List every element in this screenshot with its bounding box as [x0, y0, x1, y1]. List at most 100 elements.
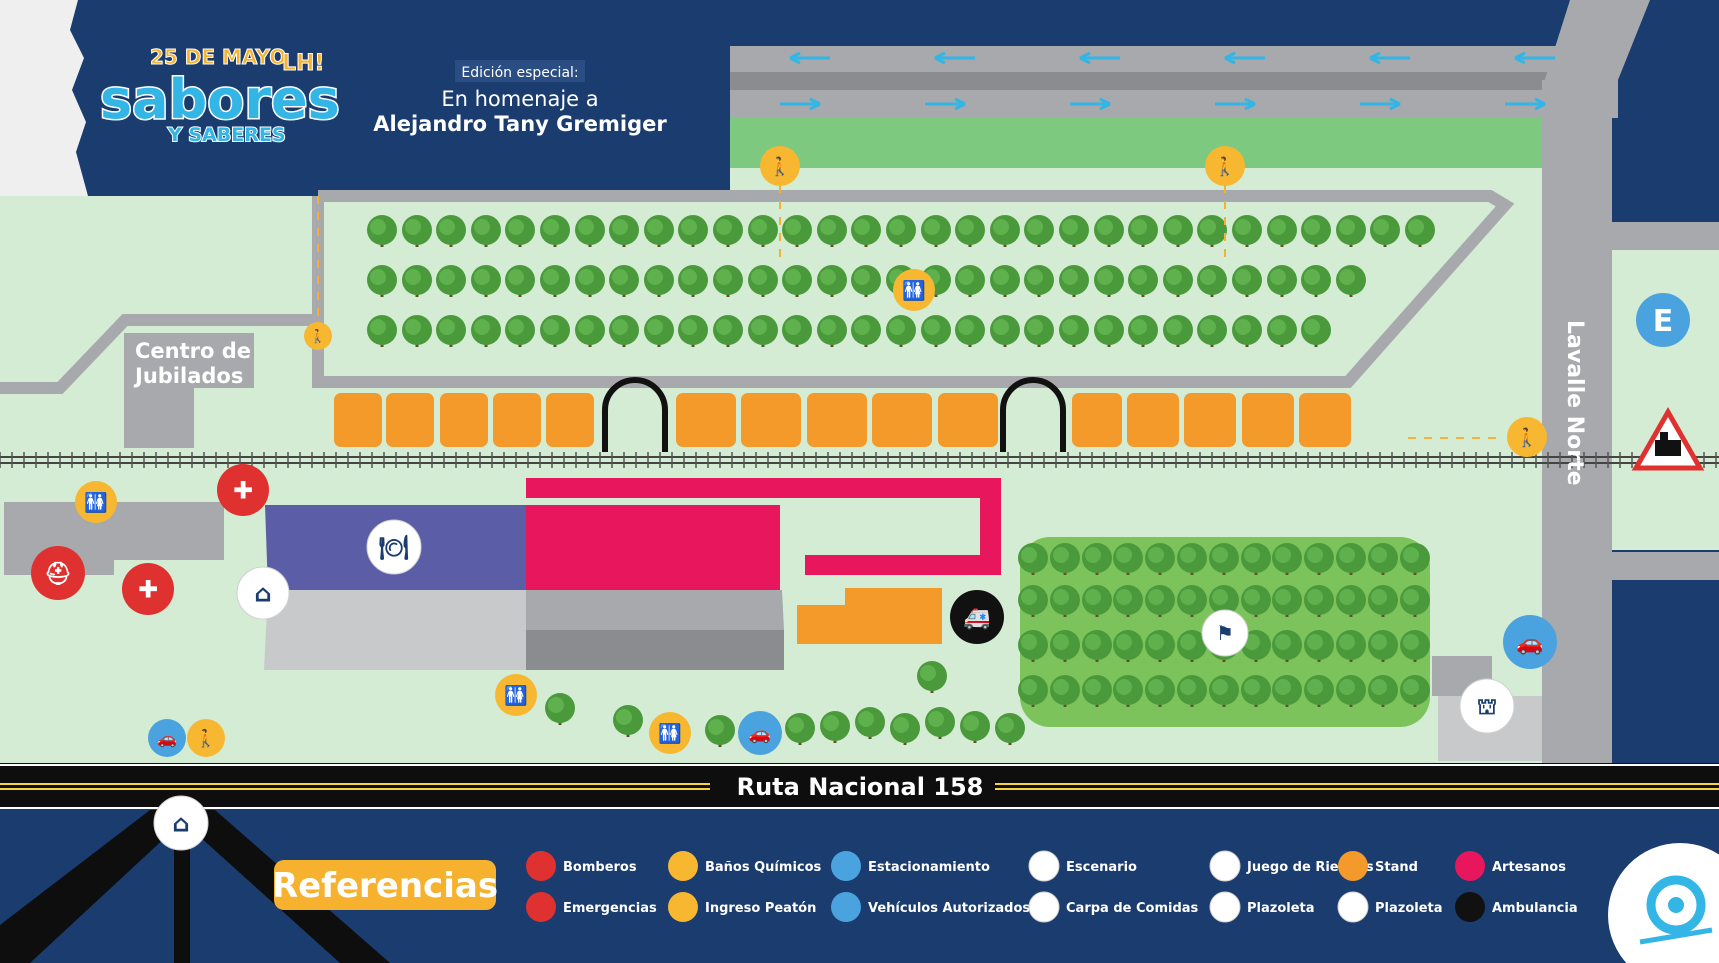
brand-logo: 25 DE MAYO LH! sabores Y SABERES	[99, 45, 342, 148]
firefighter-icon: ⛑	[31, 546, 85, 600]
park-tree	[1241, 630, 1271, 662]
brand-line3: Y SABERES	[167, 124, 286, 146]
tree	[713, 215, 743, 247]
torn-paper-edge	[0, 0, 88, 196]
tree	[960, 711, 990, 743]
svg-text:🚑: 🚑	[963, 606, 990, 631]
tree	[471, 265, 501, 297]
stands-row	[334, 393, 1351, 447]
legend-label: Stand	[1375, 860, 1418, 875]
header-panel	[0, 0, 730, 196]
park-tree	[1272, 543, 1302, 575]
main-road	[0, 763, 1719, 809]
legend-label: Estacionamiento	[868, 860, 990, 875]
tree	[644, 215, 674, 247]
legend-item: Baños Químicos	[668, 851, 822, 881]
food-tent-icon: 🍽	[366, 519, 422, 575]
tree	[678, 215, 708, 247]
legend-title-bg	[274, 860, 496, 910]
pedestrian-icon	[668, 892, 698, 922]
tree	[1370, 215, 1400, 247]
tree	[955, 265, 985, 297]
left-path	[0, 314, 312, 394]
park-tree	[1177, 630, 1207, 662]
tree	[990, 215, 1020, 247]
svg-text:🚶: 🚶	[1516, 426, 1538, 448]
plaza-icon: ⌂	[153, 795, 209, 851]
legend-item: Plazoleta	[1337, 891, 1443, 923]
tree	[782, 265, 812, 297]
svg-text:🚗: 🚗	[157, 729, 177, 748]
svg-text:⚑: ⚑	[1216, 621, 1234, 645]
tree	[1232, 265, 1262, 297]
svg-text:🚻: 🚻	[902, 279, 926, 302]
tree	[609, 215, 639, 247]
svg-text:🚗: 🚗	[1516, 631, 1543, 656]
legend-item: Emergencias	[526, 892, 657, 922]
park-tree	[1145, 543, 1175, 575]
food-tent-floor	[264, 590, 526, 670]
svg-text:🚶: 🚶	[195, 728, 216, 749]
park-tree	[1050, 585, 1080, 617]
park-tree	[1113, 630, 1143, 662]
tree	[713, 265, 743, 297]
stage-icon: ⌂	[236, 566, 290, 620]
tree	[575, 265, 605, 297]
park-tree	[1336, 585, 1366, 617]
tree	[817, 215, 847, 247]
arrow-west	[1369, 51, 1410, 65]
tree	[1301, 215, 1331, 247]
tree	[820, 711, 850, 743]
park-tree	[1304, 630, 1334, 662]
park-tree	[1304, 675, 1334, 707]
reins-game-icon: ⚑	[1201, 609, 1249, 657]
park-tree	[1241, 675, 1271, 707]
arrow-west	[789, 51, 830, 65]
arch-left	[602, 377, 668, 452]
tree	[1267, 215, 1297, 247]
railway-ties	[0, 452, 1717, 468]
tree	[785, 713, 815, 745]
banner-line2: Alejandro Tany Gremiger	[373, 112, 667, 136]
tree	[1094, 215, 1124, 247]
svg-text:🚻: 🚻	[504, 684, 528, 707]
svg-text:🚗: 🚗	[749, 723, 771, 744]
emergency-icon	[526, 892, 556, 922]
legend-item: Bomberos	[526, 851, 637, 881]
toilets-icon: 🚻	[893, 269, 935, 311]
legend-item: Artesanos	[1455, 851, 1566, 881]
tree	[886, 215, 916, 247]
stand	[938, 393, 998, 447]
svg-text:✚: ✚	[233, 477, 253, 505]
tree	[1024, 315, 1054, 347]
svg-text:🚻: 🚻	[84, 491, 108, 514]
tree	[678, 315, 708, 347]
tree	[436, 265, 466, 297]
tree	[1267, 265, 1297, 297]
legend-item: Stand	[1338, 851, 1418, 881]
tree	[505, 215, 535, 247]
tree	[644, 315, 674, 347]
tree	[851, 315, 881, 347]
ambulance-icon: 🚑	[950, 590, 1004, 644]
park-tree	[1082, 675, 1112, 707]
tree	[782, 315, 812, 347]
park-tree	[1018, 630, 1048, 662]
tree	[921, 315, 951, 347]
tree	[1059, 215, 1089, 247]
tree	[1232, 315, 1262, 347]
tree	[851, 265, 881, 297]
stand	[386, 393, 434, 447]
stand	[741, 393, 801, 447]
tree	[545, 693, 575, 725]
park-tree	[1050, 630, 1080, 662]
park-tree	[1145, 675, 1175, 707]
centro-building	[124, 333, 254, 388]
stage-icon	[1028, 850, 1060, 882]
artisans-floor	[526, 590, 784, 630]
park-tree	[1209, 675, 1239, 707]
park-tree	[1113, 675, 1143, 707]
artisans-arm-vertical	[980, 478, 1001, 575]
tree	[1163, 215, 1193, 247]
